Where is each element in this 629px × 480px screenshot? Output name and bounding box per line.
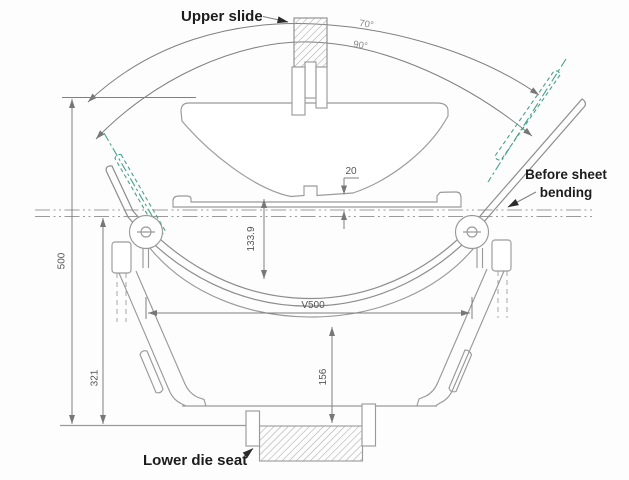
dim-133-9: 133.9 <box>246 199 267 279</box>
clamp-plate-right <box>315 66 328 109</box>
callout-lower-die-seat: Lower die seat <box>143 448 254 469</box>
dim-20: 20 <box>341 166 359 229</box>
roller-bracket-left <box>111 241 132 274</box>
dim-156-value: 156 <box>318 368 329 385</box>
lower-die-seat-leader <box>242 448 254 458</box>
dim-156: 156 <box>318 327 335 423</box>
lower-die-frame <box>111 239 512 407</box>
roller-bracket-right <box>491 239 512 272</box>
die-left-leg-outer <box>118 272 187 407</box>
die-bed-curve <box>148 242 479 318</box>
upper-slide-leader <box>262 16 289 24</box>
punch-shank <box>304 61 317 99</box>
roller-left <box>128 214 164 250</box>
dim-20-value: 20 <box>345 166 357 177</box>
callout-upper-slide: Upper slide <box>181 8 289 25</box>
die-top-strip <box>172 191 462 208</box>
centerline-before-bending <box>35 209 592 217</box>
bent-sheet <box>105 98 586 307</box>
before-sheet-bending-label-line2: bending <box>540 185 593 200</box>
die-right-leg-inner <box>416 268 488 406</box>
upper-slide-assembly <box>291 17 328 116</box>
roller-right <box>454 214 490 250</box>
dim-v500: V500 <box>145 297 473 319</box>
angle-90-label: 90° <box>352 39 368 52</box>
callout-before-sheet-bending: Before sheet bending <box>507 167 607 208</box>
dim-133-9-value: 133.9 <box>246 226 257 251</box>
dim-500-value: 500 <box>57 252 68 269</box>
die-left-gib <box>139 350 164 394</box>
green-sheet-right-centerline <box>487 58 567 183</box>
lower-die-seat-assembly <box>60 403 377 462</box>
dim-v500-value: V500 <box>301 300 325 311</box>
punch-body <box>180 102 449 198</box>
green-sheet-right-outline <box>494 70 561 161</box>
upper-slide-label: Upper slide <box>181 8 263 25</box>
die-left-leg-inner <box>135 270 207 407</box>
die-right-leg-outer <box>435 270 505 406</box>
clamp-plate-left <box>291 66 306 116</box>
upper-slide-ram <box>293 17 328 68</box>
before-sheet-bending-leader <box>507 191 537 208</box>
before-sheet-bending-label-line1: Before sheet <box>525 167 607 182</box>
lower-die-seat-label: Lower die seat <box>143 452 247 469</box>
die-right-gib <box>448 349 473 393</box>
seat-clamp-left <box>245 410 261 447</box>
seat-clamp-right <box>361 403 377 447</box>
dim-321: 321 <box>90 218 106 424</box>
angle-70-label: 70° <box>358 18 374 31</box>
dim-321-value: 321 <box>90 369 101 386</box>
lower-die-seat-block <box>258 425 364 462</box>
dim-500: 500 <box>57 97 196 424</box>
